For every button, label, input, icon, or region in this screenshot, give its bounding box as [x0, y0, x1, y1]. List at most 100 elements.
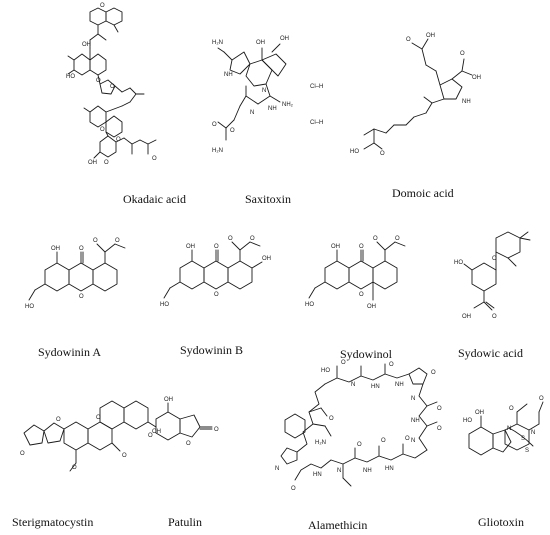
- sydowic-acid-atom-label: O: [492, 314, 497, 320]
- sterigmatocystin-name: Sterigmatocystin: [12, 515, 94, 529]
- sydowinin-b-atom-label: HO: [160, 302, 169, 308]
- sydowinin-b-atom-label: O: [250, 236, 255, 242]
- okadaic-acid-atom-label: O: [104, 160, 109, 166]
- patulin-structure: OH O O O: [148, 397, 219, 447]
- sydowinol-atom-label: HO: [305, 302, 314, 308]
- domoic-acid-atom-label: O: [380, 151, 385, 157]
- sydowinin-b-atom-label: OH: [186, 244, 195, 250]
- alamethicin-atom-label: N: [411, 396, 415, 402]
- okadaic-acid-atom-label: O: [100, 127, 105, 133]
- sydowinol-atom-label: OH: [331, 244, 340, 250]
- saxitoxin-atom-label: O: [212, 122, 217, 128]
- alamethicin-atom-label: O: [431, 370, 436, 376]
- sydowinol-atom-label: O: [373, 236, 378, 242]
- saxitoxin-atom-label: O: [230, 128, 235, 134]
- gliotoxin-atom-label: N: [531, 430, 535, 436]
- sydowinin-a-atom-label: HO: [25, 304, 34, 310]
- sydowinol-atom-label: OH: [367, 304, 376, 310]
- patulin-name: Patulin: [168, 515, 203, 529]
- saxitoxin-atom-label: NH: [268, 106, 277, 112]
- sterigmatocystin-atom-label: O: [20, 451, 25, 457]
- saxitoxin-atom-label: NH: [224, 72, 233, 78]
- alamethicin-atom-label: O: [381, 438, 386, 444]
- sydowic-acid-atom-label: HO: [454, 260, 463, 266]
- sydowic-acid-atom-label: O: [492, 256, 497, 262]
- sydowinin-a-structure: OH O O O O HO: [25, 238, 126, 310]
- saxitoxin-atom-label: N: [262, 88, 266, 94]
- sterigmatocystin-atom-label: O: [96, 415, 101, 421]
- sterigmatocystin-atom-label: OH: [152, 429, 161, 435]
- alamethicin-atom-label: N: [351, 382, 355, 388]
- sydowinin-b-name: Sydowinin B: [180, 343, 244, 357]
- alamethicin-atom-label: O: [329, 416, 334, 422]
- alamethicin-structure: HO O N HN O NH O N O NH H₂N O N HN O NH …: [275, 360, 442, 492]
- domoic-acid-atom-label: O: [406, 37, 411, 43]
- sydowinin-a-atom-label: OH: [51, 246, 60, 252]
- okadaic-acid-atom-label: O: [116, 137, 121, 143]
- sydowic-acid-name: Sydowic acid: [458, 346, 523, 360]
- alamethicin-atom-label: N: [411, 438, 415, 444]
- alamethicin-atom-label: HN: [371, 384, 380, 390]
- sydowinin-a-name: Sydowinin A: [38, 345, 102, 359]
- sterigmatocystin-atom-label: O: [72, 465, 77, 471]
- sydowinin-b-atom-label: O: [214, 292, 219, 298]
- okadaic-acid-atom-label: O: [100, 3, 105, 9]
- sydowinin-a-atom-label: O: [93, 238, 98, 244]
- sydowinin-a-atom-label: O: [115, 238, 120, 244]
- sydowinin-b-atom-label: O: [214, 244, 219, 250]
- domoic-acid-name: Domoic acid: [392, 186, 454, 200]
- alamethicin-atom-label: O: [437, 406, 442, 412]
- saxitoxin-atom-label: NH₂: [282, 102, 294, 108]
- domoic-acid-atom-label: OH: [472, 75, 481, 81]
- sterigmatocystin-atom-label: O: [122, 453, 127, 459]
- okadaic-acid-structure: O OH HO O O O O O OH O: [66, 3, 157, 166]
- gliotoxin-atom-label: HO: [463, 418, 472, 424]
- sydowinin-b-atom-label: OH: [262, 256, 271, 262]
- saxitoxin-atom-label: H₂N: [212, 40, 223, 46]
- alamethicin-atom-label: HO: [321, 368, 330, 374]
- sterigmatocystin-atom-label: O: [56, 417, 61, 423]
- saxitoxin-salt-label: Cl–H: [310, 84, 323, 90]
- okadaic-acid-atom-label: OH: [88, 160, 97, 166]
- patulin-atom-label: O: [186, 441, 191, 447]
- sydowinin-b-atom-label: O: [228, 236, 233, 242]
- alamethicin-name: Alamethicin: [308, 518, 368, 532]
- patulin-atom-label: O: [214, 427, 219, 433]
- sterigmatocystin-structure: O O O OH O O: [20, 400, 161, 472]
- alamethicin-atom-label: N: [275, 466, 279, 472]
- saxitoxin-atom-label: OH: [280, 36, 289, 42]
- okadaic-acid-atom-label: HO: [66, 74, 75, 80]
- saxitoxin-atom-label: H₂N: [212, 148, 223, 154]
- sydowinol-name: Sydowinol: [340, 347, 393, 361]
- alamethicin-atom-label: O: [389, 362, 394, 368]
- sydowic-acid-atom-label: OH: [462, 314, 471, 320]
- alamethicin-atom-label: O: [405, 436, 410, 442]
- saxitoxin-name: Saxitoxin: [245, 192, 292, 206]
- alamethicin-atom-label: O: [291, 486, 296, 492]
- gliotoxin-structure: OH HO N O S S N O: [463, 396, 544, 456]
- alamethicin-atom-label: H₂N: [315, 440, 326, 446]
- gliotoxin-atom-label: N: [507, 426, 511, 432]
- gliotoxin-atom-label: S: [521, 436, 525, 442]
- alamethicin-atom-label: O: [437, 426, 442, 432]
- gliotoxin-atom-label: O: [509, 406, 514, 412]
- sydowinol-structure: OH O O O O OH HO: [305, 236, 406, 310]
- sydowinol-atom-label: O: [395, 236, 400, 242]
- alamethicin-atom-label: NH: [363, 468, 372, 474]
- domoic-acid-structure: O OH O OH NH HO O: [350, 33, 481, 157]
- sydowinin-a-atom-label: O: [79, 294, 84, 300]
- okadaic-acid-atom-label: O: [96, 78, 101, 84]
- okadaic-acid-name: Okadaic acid: [123, 192, 186, 206]
- gliotoxin-name: Gliotoxin: [478, 515, 525, 529]
- domoic-acid-atom-label: OH: [426, 33, 435, 39]
- saxitoxin-structure: H₂N NH OH OH N NH NH₂ N H₂N O O Cl–H Cl–…: [212, 36, 323, 154]
- alamethicin-atom-label: O: [341, 360, 346, 366]
- alamethicin-atom-label: N: [337, 468, 341, 474]
- alamethicin-atom-label: HN: [313, 472, 322, 478]
- sydowinin-a-atom-label: O: [79, 246, 84, 252]
- alamethicin-atom-label: NH: [395, 382, 404, 388]
- okadaic-acid-atom-label: OH: [82, 42, 91, 48]
- patulin-atom-label: OH: [164, 397, 173, 403]
- sydowic-acid-structure: HO O O OH: [454, 231, 531, 320]
- patulin-atom-label: O: [148, 433, 153, 439]
